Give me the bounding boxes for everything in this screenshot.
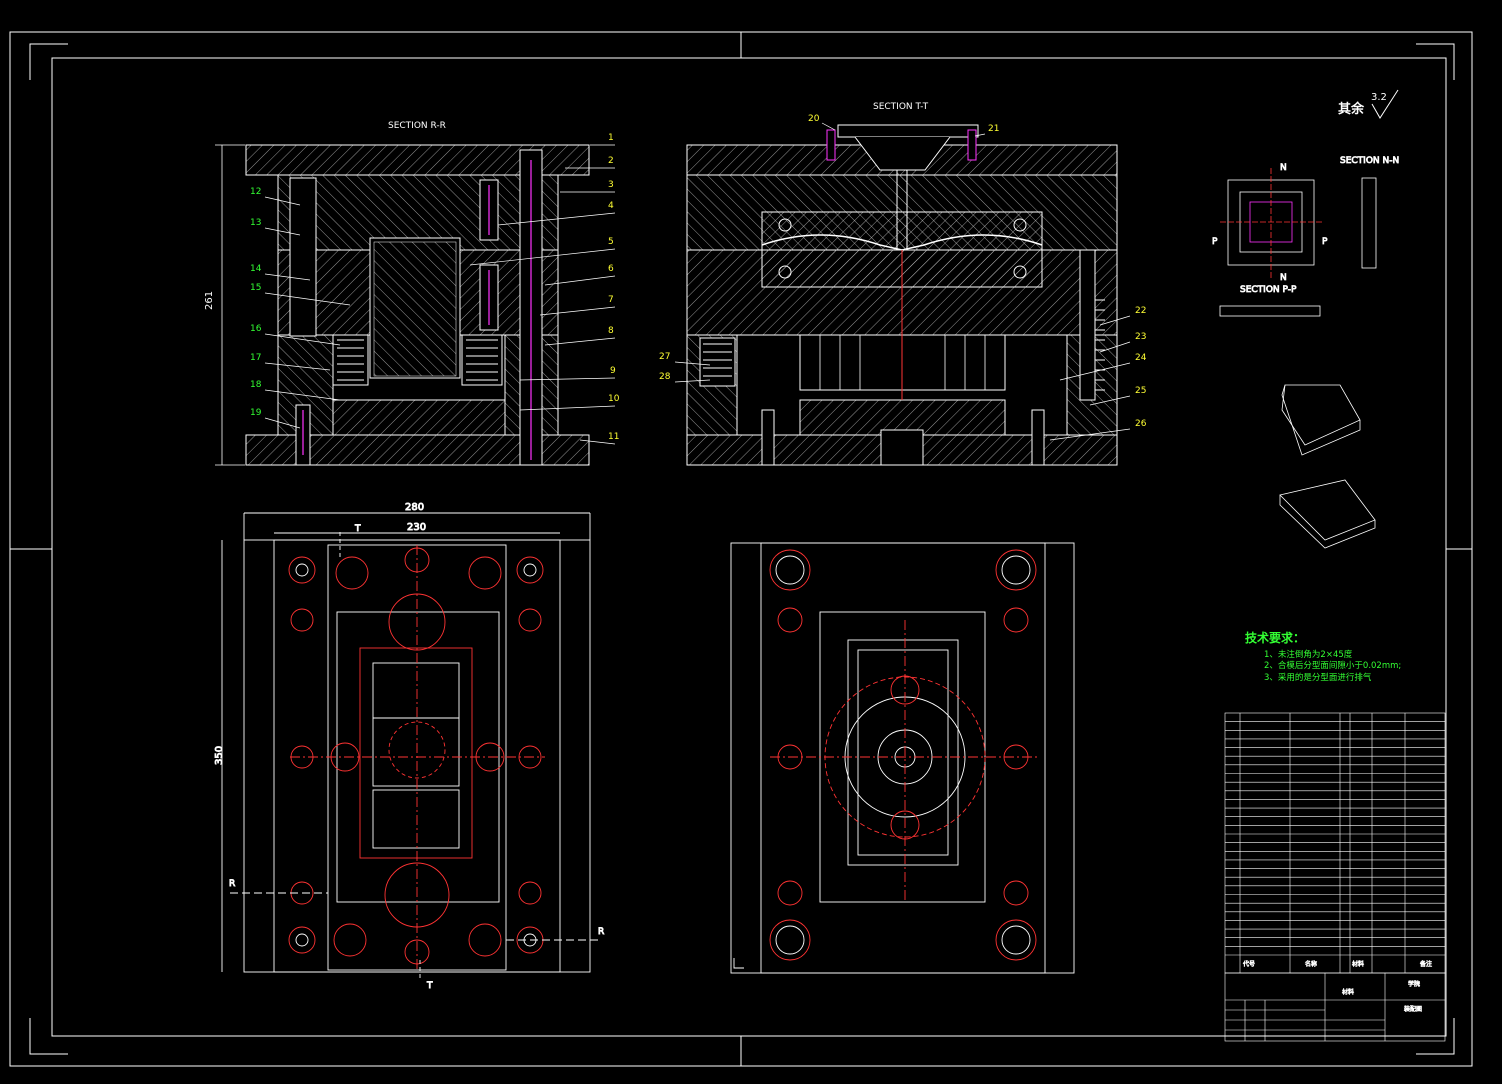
title-block-drawing-name: 装配图 xyxy=(1404,1005,1422,1013)
leader-numbers-right: 1 2 3 4 5 6 7 8 9 10 11 xyxy=(469,133,620,445)
surface-finish-mark: 其余 3.2 xyxy=(1338,89,1399,119)
title-block-school: 学院 xyxy=(1408,980,1420,988)
view-mark-p: P xyxy=(1212,237,1218,247)
part-number: 13 xyxy=(250,218,261,228)
part-number: 1 xyxy=(608,133,614,143)
technical-requirements: 技术要求： 1、未注倒角为2×45度 2、合模后分型面间隙小于0.02mm; 3… xyxy=(1245,630,1401,683)
part-number: 16 xyxy=(250,324,262,334)
part-number: 18 xyxy=(250,380,262,390)
surface-finish-label: 其余 xyxy=(1338,101,1365,117)
bom-col-header: 代号 xyxy=(1243,960,1255,968)
part-number: 11 xyxy=(608,432,619,442)
part-number: 2 xyxy=(608,156,614,166)
part-number: 24 xyxy=(1135,353,1147,363)
view-mark-n: N xyxy=(1280,273,1287,283)
part-number: 6 xyxy=(608,264,614,274)
part-number: 19 xyxy=(250,408,262,418)
bom-col-header: 备注 xyxy=(1420,960,1432,968)
view-mark-p: P xyxy=(1322,237,1328,247)
part-number: 14 xyxy=(250,264,262,274)
part-number: 5 xyxy=(608,237,614,247)
part-number: 25 xyxy=(1135,386,1146,396)
part-number: 10 xyxy=(608,394,620,404)
tech-req-title: 技术要求： xyxy=(1245,630,1305,645)
part-number: 23 xyxy=(1135,332,1146,342)
part-number: 20 xyxy=(808,114,820,124)
plan-view-moving-half xyxy=(730,542,1075,974)
part-number: 22 xyxy=(1135,306,1146,316)
section-rr-view: SECTION R-R 261 1 2 3 4 5 6 xyxy=(204,121,620,466)
section-nn-pp-views: SECTION N-N SECTION P-P N N P P xyxy=(1212,156,1400,549)
part-number: 28 xyxy=(659,372,671,382)
view-mark-r: R xyxy=(229,879,235,889)
part-number: 21 xyxy=(988,124,999,134)
tech-req-item: 3、采用的是分型面进行排气 xyxy=(1264,672,1372,683)
bom-col-header: 材料 xyxy=(1352,960,1364,968)
leader-numbers-left: 12 13 14 15 16 17 18 19 xyxy=(250,187,351,429)
section-tt-title: SECTION T-T xyxy=(873,102,929,112)
drawing-frame xyxy=(9,31,1473,1067)
title-block-material: 材料 xyxy=(1342,988,1354,996)
dim-height-section: 261 xyxy=(204,291,215,310)
view-mark-n: N xyxy=(1280,163,1287,173)
part-number: 9 xyxy=(610,366,616,376)
section-nn-title: SECTION N-N xyxy=(1340,156,1399,166)
part-number: 27 xyxy=(659,352,670,362)
view-mark-r: R xyxy=(598,927,604,937)
dim-height-plan: 350 xyxy=(214,746,225,765)
part-number: 26 xyxy=(1135,419,1147,429)
surface-finish-value: 3.2 xyxy=(1371,92,1387,103)
part-number: 8 xyxy=(608,326,614,336)
part-number: 3 xyxy=(608,180,614,190)
section-pp-title: SECTION P-P xyxy=(1240,285,1297,295)
section-rr-title: SECTION R-R xyxy=(388,121,446,131)
part-number: 12 xyxy=(250,187,261,197)
view-mark-t: T xyxy=(354,524,361,534)
tech-req-item: 2、合模后分型面间隙小于0.02mm; xyxy=(1264,660,1401,671)
part-number: 17 xyxy=(250,353,261,363)
plan-view-fixed-half: 280 230 350 xyxy=(214,502,605,992)
title-block: 材料 学院 装配图 代号 名称 材料 备注 xyxy=(1224,712,1446,1042)
view-mark-t: T xyxy=(426,981,433,991)
dim-width-outer: 280 xyxy=(405,502,424,513)
dim-width-inner: 230 xyxy=(407,522,426,533)
part-number: 7 xyxy=(608,295,614,305)
tech-req-item: 1、未注倒角为2×45度 xyxy=(1264,649,1353,660)
bom-col-header: 名称 xyxy=(1305,960,1317,968)
bom-rows xyxy=(1225,721,1445,956)
section-tt-view: SECTION T-T 20 21 27 28 22 23 xyxy=(659,102,1147,466)
part-number: 4 xyxy=(608,201,614,211)
part-number: 15 xyxy=(250,283,261,293)
